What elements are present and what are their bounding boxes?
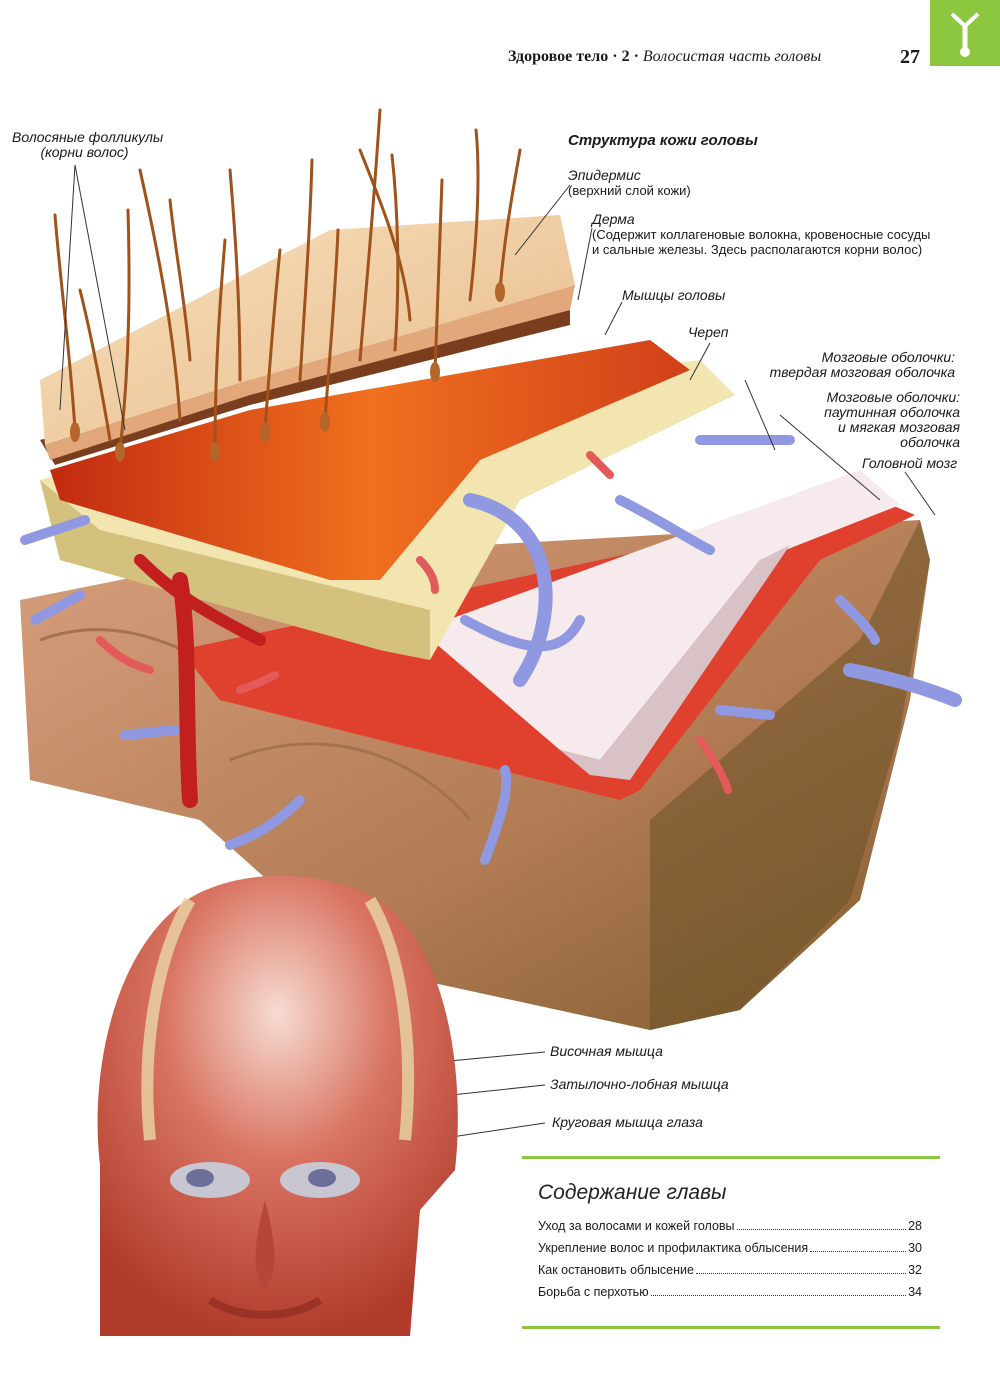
toc-item[interactable]: Укрепление волос и профилактика облысени… — [538, 1237, 922, 1259]
label-orbicular-muscle: Круговая мышца глаза — [552, 1114, 703, 1130]
dura-mater-layer — [420, 470, 900, 780]
toc-top-divider — [522, 1156, 940, 1159]
label-occipitofrontal-muscle: Затылочно-лобная мышца — [550, 1076, 729, 1092]
dermis-layer — [40, 310, 570, 465]
chapter-badge — [930, 0, 1000, 66]
label-brain: Головной мозг — [862, 455, 958, 471]
diagram-title: Структура кожи головы — [568, 132, 758, 149]
toc-title: Содержание главы — [538, 1181, 727, 1204]
label-dura-mater: Мозговые оболочки: твердая мозговая обол… — [769, 349, 955, 380]
label-hair-follicles: Волосяные фолликулы (корни волос) — [12, 129, 164, 160]
page-number: 27 — [900, 46, 920, 68]
toc-bottom-divider — [522, 1326, 940, 1329]
hair-follicle-icon — [950, 12, 980, 57]
hair-follicles — [70, 282, 505, 462]
blood-vessels — [20, 435, 962, 865]
label-derma: Дерма (Содержит коллагеновые волокна, кр… — [592, 211, 931, 258]
label-epidermis: Эпидермис (верхний слой кожи) — [568, 167, 691, 199]
section-title: Волосистая часть головы — [642, 48, 822, 65]
book-title: Здоровое тело — [508, 48, 609, 65]
label-arachnoid-pia: Мозговые оболочки: паутинная оболочка и … — [824, 389, 960, 450]
epidermis-layer — [40, 215, 575, 460]
chapter-contents: Содержание главы Уход за волосами и коже… — [522, 1156, 940, 1303]
scalp-muscle-layer — [50, 340, 690, 580]
chapter-number: 2 — [621, 48, 630, 65]
head-muscles-illustration — [97, 875, 458, 1336]
label-scalp-muscles: Мышцы головы — [622, 287, 726, 303]
hair-strands — [53, 108, 522, 452]
label-temporal-muscle: Височная мышца — [550, 1043, 663, 1059]
running-header: Здоровое тело · 2 · Волосистая часть гол… — [508, 48, 822, 65]
label-skull: Череп — [688, 324, 729, 340]
